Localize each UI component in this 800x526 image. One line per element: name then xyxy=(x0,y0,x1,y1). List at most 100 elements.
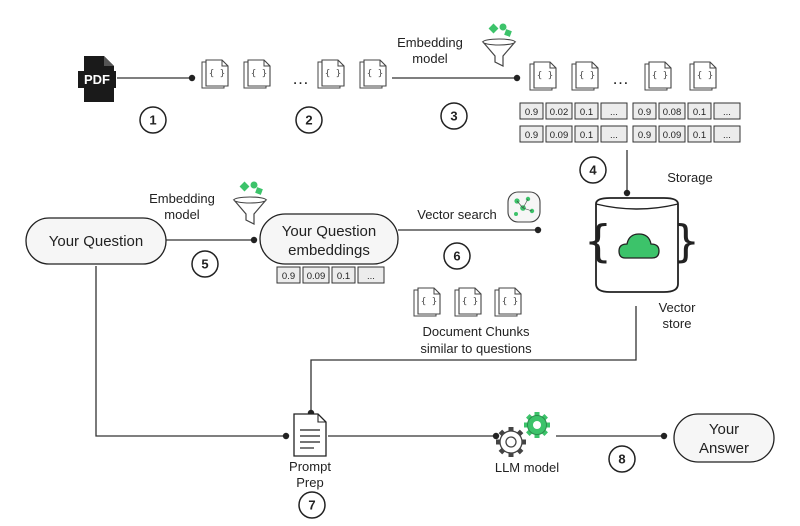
ellipsis: … xyxy=(612,69,629,88)
svg-text:Document Chunks: Document Chunks xyxy=(423,324,530,339)
gear-outline xyxy=(496,427,526,457)
svg-text:Vector search: Vector search xyxy=(417,207,497,222)
your-question-node: Your Question xyxy=(25,217,167,265)
step-5-marker: 5 xyxy=(191,250,219,278)
svg-text:{ }: { } xyxy=(537,71,553,81)
step-7-marker: 7 xyxy=(298,491,326,519)
llm-model-node: LLM model xyxy=(495,412,559,475)
vector-cell: 0.9 xyxy=(632,102,657,120)
document-icon: { } xyxy=(529,61,557,91)
vector-search: Vector search xyxy=(417,191,541,223)
svg-text:0.9: 0.9 xyxy=(525,130,538,141)
svg-text:Your Question: Your Question xyxy=(282,223,377,240)
svg-text:0.1: 0.1 xyxy=(580,107,593,118)
ellipsis: … xyxy=(292,69,309,88)
document-icon: { } xyxy=(454,287,482,317)
vector-cell: ... xyxy=(600,125,628,143)
svg-text:0.09: 0.09 xyxy=(550,130,569,141)
gear-green xyxy=(524,412,550,438)
vector-cell: 0.1 xyxy=(574,125,599,143)
svg-text:Prompt: Prompt xyxy=(289,459,331,474)
vector-cell: 0.1 xyxy=(687,102,712,120)
step-4-marker: 4 xyxy=(579,156,607,184)
svg-text:model: model xyxy=(164,207,200,222)
svg-text:6: 6 xyxy=(453,249,460,264)
pdf-label: PDF xyxy=(84,72,110,87)
svg-text:{ }: { } xyxy=(209,69,225,79)
question-embeddings-node: Your Question embeddings xyxy=(259,213,399,265)
gears-icon xyxy=(496,412,550,457)
svg-text:{ }: { } xyxy=(697,71,713,81)
svg-text:similar to questions: similar to questions xyxy=(420,341,532,356)
svg-text:Prep: Prep xyxy=(296,475,323,490)
vector-cell: 0.02 xyxy=(545,102,573,120)
svg-text:{ }: { } xyxy=(579,71,595,81)
document-icon: { } xyxy=(571,61,599,91)
vector-cell: 0.9 xyxy=(519,102,544,120)
document-lines-icon xyxy=(293,413,327,457)
vector-cell: 0.09 xyxy=(658,125,686,143)
vector-store-label-2: store xyxy=(663,316,692,331)
step-8-marker: 8 xyxy=(608,445,636,473)
svg-text:0.1: 0.1 xyxy=(337,271,350,282)
svg-text:}: } xyxy=(672,216,700,267)
svg-text:1: 1 xyxy=(149,113,156,128)
vector-cell: 0.09 xyxy=(545,125,573,143)
svg-text:{ }: { } xyxy=(367,69,383,79)
funnel-icon xyxy=(481,23,517,67)
document-chunks-group: { } { } … { } { } xyxy=(201,59,387,89)
svg-text:...: ... xyxy=(367,271,375,282)
svg-text:embeddings: embeddings xyxy=(288,242,370,259)
svg-text:...: ... xyxy=(610,107,618,118)
vector-cell: ... xyxy=(357,266,385,284)
svg-text:0.1: 0.1 xyxy=(693,130,706,141)
vector-cell: 0.9 xyxy=(276,266,301,284)
embedded-documents-group: { } { } … { } { } xyxy=(529,61,717,91)
prompt-prep-node: Prompt Prep xyxy=(289,413,331,490)
svg-text:0.9: 0.9 xyxy=(638,107,651,118)
svg-text:...: ... xyxy=(723,130,731,141)
svg-text:5: 5 xyxy=(201,257,208,272)
vector-cell: 0.9 xyxy=(519,125,544,143)
vector-cell: ... xyxy=(600,102,628,120)
svg-text:4: 4 xyxy=(589,163,597,178)
step-1-marker: 1 xyxy=(139,106,167,134)
svg-text:{ }: { } xyxy=(251,69,267,79)
step-2-marker: 2 xyxy=(295,106,323,134)
svg-text:model: model xyxy=(412,51,448,66)
vector-cell: ... xyxy=(713,102,741,120)
cloud-icon xyxy=(618,233,660,259)
pdf-file-icon: PDF xyxy=(78,56,116,102)
svg-text:{ }: { } xyxy=(462,297,478,307)
svg-text:8: 8 xyxy=(618,452,625,467)
svg-text:Embedding: Embedding xyxy=(149,191,215,206)
document-icon: { } xyxy=(413,287,441,317)
vector-cell: 0.09 xyxy=(302,266,330,284)
vector-cell: 0.9 xyxy=(632,125,657,143)
svg-text:0.9: 0.9 xyxy=(282,271,295,282)
step-6-marker: 6 xyxy=(443,242,471,270)
document-icon: { } xyxy=(243,59,271,89)
vector-cell: 0.08 xyxy=(658,102,686,120)
svg-text:0.02: 0.02 xyxy=(550,107,569,118)
document-icon: { } xyxy=(644,61,672,91)
svg-text:Your: Your xyxy=(709,421,739,438)
svg-text:7: 7 xyxy=(308,498,315,513)
svg-text:{ }: { } xyxy=(325,69,341,79)
svg-text:...: ... xyxy=(610,130,618,141)
svg-text:{ }: { } xyxy=(502,297,518,307)
svg-text:Embedding: Embedding xyxy=(397,35,463,50)
svg-text:{ }: { } xyxy=(652,71,668,81)
similar-chunks-group: { } { } { } Document Chunks similar to q… xyxy=(413,287,532,356)
svg-text:0.1: 0.1 xyxy=(580,130,593,141)
svg-text:0.9: 0.9 xyxy=(525,107,538,118)
embedding-model-top: Embedding model xyxy=(397,23,517,67)
svg-text:2: 2 xyxy=(305,113,312,128)
document-icon: { } xyxy=(317,59,345,89)
document-icon: { } xyxy=(494,287,522,317)
question-embedding-vector: 0.9 0.09 0.1... xyxy=(276,266,385,284)
vector-store-icon: { } xyxy=(584,197,700,293)
